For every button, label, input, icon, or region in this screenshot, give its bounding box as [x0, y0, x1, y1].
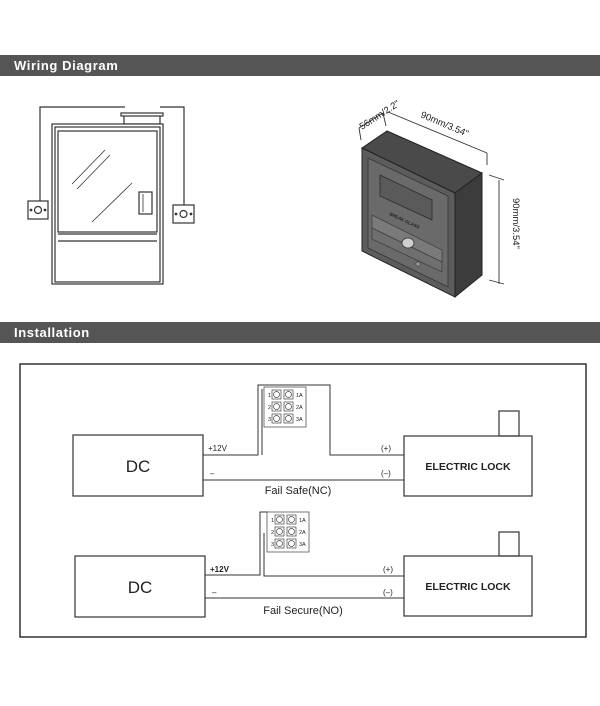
terminal-screw-2-2	[276, 528, 283, 535]
caption-fail-safe: Fail Safe(NC)	[265, 485, 332, 497]
terminal-label-1-r3: 3A	[296, 417, 303, 423]
door-glass	[57, 130, 158, 233]
wire-plus-1	[203, 384, 404, 456]
terminal-label-1-l2: 2	[268, 405, 271, 411]
exit-button-left-screw-a	[29, 208, 33, 212]
minus-label-2: –	[212, 588, 217, 597]
terminal-screw-1-2a	[285, 403, 292, 410]
dim-depth-tick-b	[382, 112, 387, 127]
glass-reflection-1	[71, 149, 106, 185]
dimension-lines	[358, 111, 505, 285]
dim-width-line	[387, 111, 488, 154]
terminal-screw-1-3a	[285, 415, 292, 422]
dim-height-tick-top	[488, 174, 505, 181]
dc-label-1: DC	[126, 457, 151, 476]
terminal-label-2-r1: 1A	[299, 518, 306, 524]
lock-bolt-2	[498, 531, 520, 557]
diagram-fail-secure: DC ELECTRIC LOCK 1 2 3 1A 2A	[74, 511, 533, 618]
wiring-diagram-header: Wiring Diagram	[0, 55, 600, 76]
door-handle	[138, 191, 153, 215]
lock-plus-label-1: (+)	[381, 444, 391, 453]
exit-button-right-screw-b	[189, 212, 193, 216]
lock-label-1: ELECTRIC LOCK	[425, 461, 511, 473]
terminal-label-2-r2: 2A	[299, 530, 306, 536]
terminal-screw-2-3a	[288, 540, 295, 547]
lock-box-2	[403, 555, 533, 617]
box-button-panel-lower	[371, 227, 443, 273]
magnetic-lock-bracket	[120, 112, 164, 117]
minus-label-1: –	[210, 469, 215, 478]
glass-reflection-3	[91, 182, 133, 223]
terminal-label-2-r3: 3A	[299, 542, 306, 548]
dim-depth-tick-a	[358, 127, 362, 141]
plus-label-1: +12V	[208, 444, 228, 453]
dc-box-2	[74, 555, 206, 618]
wire-left	[39, 106, 125, 202]
terminal-label-1-r1: 1A	[296, 393, 303, 399]
terminal-screw-2-1	[276, 516, 283, 523]
exit-button-right	[172, 204, 195, 224]
lock-minus-label-2: (–)	[383, 588, 393, 597]
lock-minus-label-1: (–)	[381, 469, 391, 478]
box-window	[379, 174, 433, 221]
wire-plus-2b	[263, 533, 404, 577]
terminal-label-1-l3: 3	[268, 417, 271, 423]
lock-box-1	[403, 435, 533, 497]
terminal-screw-2-2a	[288, 528, 295, 535]
caption-fail-secure: Fail Secure(NO)	[263, 605, 342, 617]
terminal-screw-1-3	[273, 415, 280, 422]
dim-depth-line	[358, 112, 384, 129]
door-frame-inner	[54, 126, 161, 283]
terminal-label-2-l3: 3	[271, 542, 274, 548]
dim-height-label: 90mm/3.54"	[510, 198, 521, 249]
terminal-screw-1-1a	[285, 391, 292, 398]
glass-reflection-2	[76, 154, 111, 190]
terminal-screw-2-1a	[288, 516, 295, 523]
product-box: BREAK GLASS	[361, 130, 483, 299]
wire-right	[160, 106, 185, 205]
lock-bolt-1	[498, 410, 520, 437]
lock-plus-label-2: (+)	[383, 565, 393, 574]
dc-box-1	[72, 434, 204, 497]
exit-button-left-circle	[33, 205, 43, 215]
exit-button-right-screw-a	[174, 212, 178, 216]
plus-label-2: +12V	[210, 565, 230, 574]
terminal-screw-1-1	[273, 391, 280, 398]
terminal-label-1-l1: 1	[268, 393, 271, 399]
diagram-fail-safe: DC ELECTRIC LOCK 1 2 3 1A 2A	[72, 384, 533, 497]
box-side-face	[454, 172, 483, 299]
exit-button-right-circle	[179, 209, 188, 219]
installation-title: Installation	[14, 325, 90, 340]
box-key-hole	[415, 261, 421, 267]
box-push-button	[401, 237, 415, 249]
terminal-label-2-l2: 2	[271, 530, 274, 536]
dc-label-2: DC	[128, 578, 153, 597]
installation-header: Installation	[0, 322, 600, 343]
door-illustration	[27, 106, 195, 285]
terminal-label-1-r2: 2A	[296, 405, 303, 411]
terminal-screw-1-2	[273, 403, 280, 410]
wire-plus-2a	[205, 511, 268, 576]
lock-label-2: ELECTRIC LOCK	[425, 581, 511, 593]
wiring-diagram-title: Wiring Diagram	[14, 58, 119, 73]
dim-height-tick-bottom	[488, 279, 505, 285]
installation-frame	[19, 363, 587, 638]
terminal-label-2-l1: 1	[271, 518, 274, 524]
terminal-screw-2-3	[276, 540, 283, 547]
exit-button-left-screw-b	[43, 208, 47, 212]
exit-button-left	[27, 200, 49, 220]
